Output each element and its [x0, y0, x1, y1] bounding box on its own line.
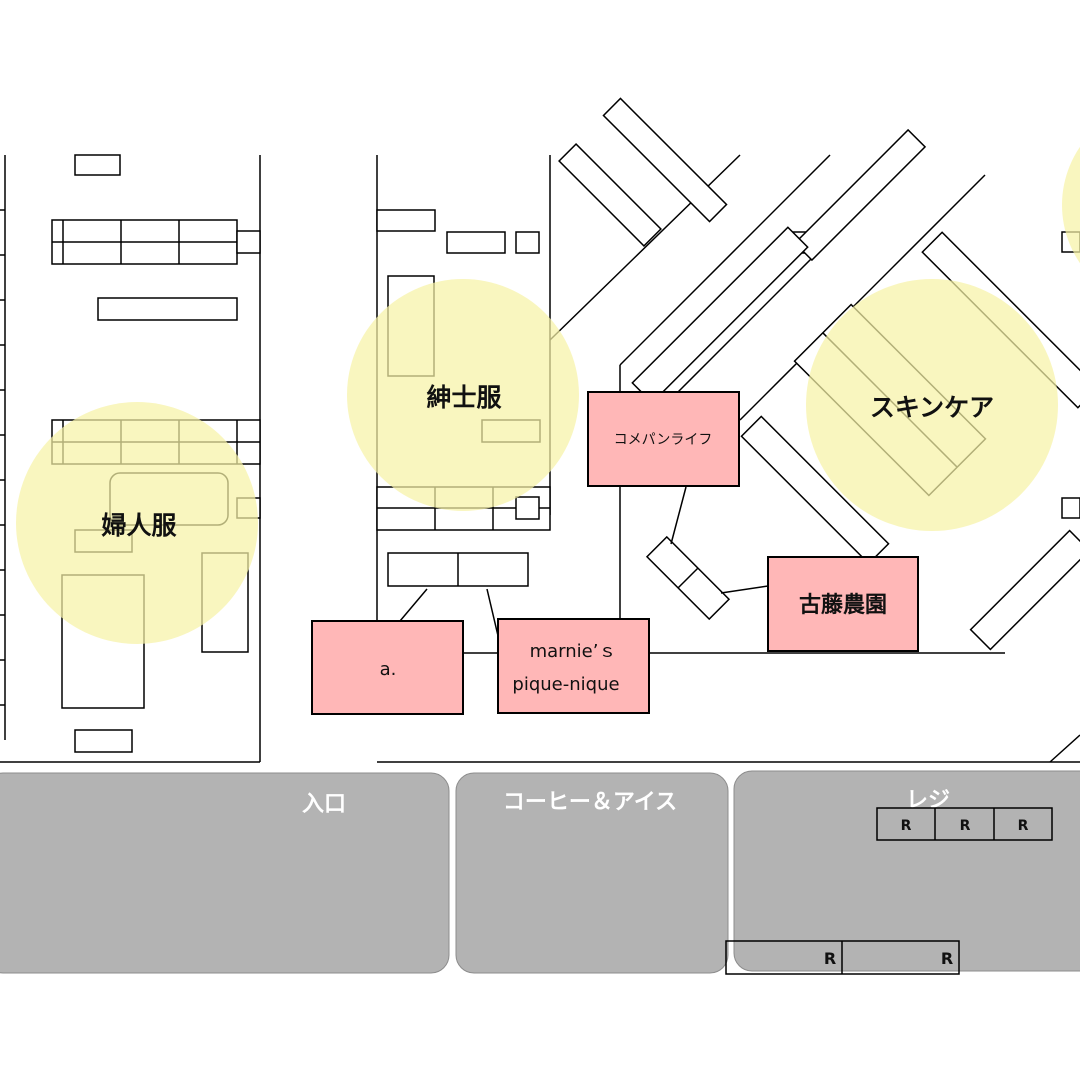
zone-skincare [806, 279, 1058, 531]
register-counter-top: R R R [876, 807, 1053, 841]
wall-ticks [0, 209, 5, 706]
vendor-marnies-label-2: pique-nique [512, 674, 619, 695]
register-mark-2: R [960, 818, 971, 834]
vendor-a-label: a. [380, 659, 397, 680]
zone-womens [16, 402, 258, 644]
vendor-komepan[interactable]: コメパンライフ [587, 391, 740, 487]
vendor-kofuji-label: 古藤農園 [799, 592, 887, 618]
area-entrance[interactable]: 入口 [0, 772, 450, 974]
section-label-womens: 婦人服 [100, 511, 177, 540]
zone-partial [1062, 146, 1080, 264]
leader-komepan [670, 486, 687, 545]
vendor-komepan-label: コメパンライフ [614, 432, 713, 448]
vendor-marnies[interactable]: marnie’ｓ pique-nique [497, 618, 650, 714]
section-label-mens: 紳士服 [426, 383, 502, 412]
register-counter-bottom: R R [725, 940, 960, 975]
area-coffee-label: コーヒー＆アイス [503, 790, 677, 815]
section-label-skincare: スキンケア [870, 393, 994, 422]
vendor-kofuji[interactable]: 古藤農園 [767, 556, 919, 652]
vendor-marnies-label-1: marnie’ｓ [530, 641, 617, 662]
vendor-a[interactable]: a. [311, 620, 464, 715]
register-mark-4: R [824, 949, 836, 968]
leader-a [399, 588, 428, 622]
area-coffee[interactable]: コーヒー＆アイス [455, 772, 729, 974]
zone-mens [347, 279, 579, 511]
area-register-label: レジ [906, 788, 950, 813]
register-mark-1: R [901, 818, 912, 834]
area-entrance-label: 入口 [302, 792, 346, 817]
register-mark-3: R [1018, 818, 1029, 834]
register-mark-5: R [941, 949, 953, 968]
leader-kofuji [720, 585, 769, 594]
